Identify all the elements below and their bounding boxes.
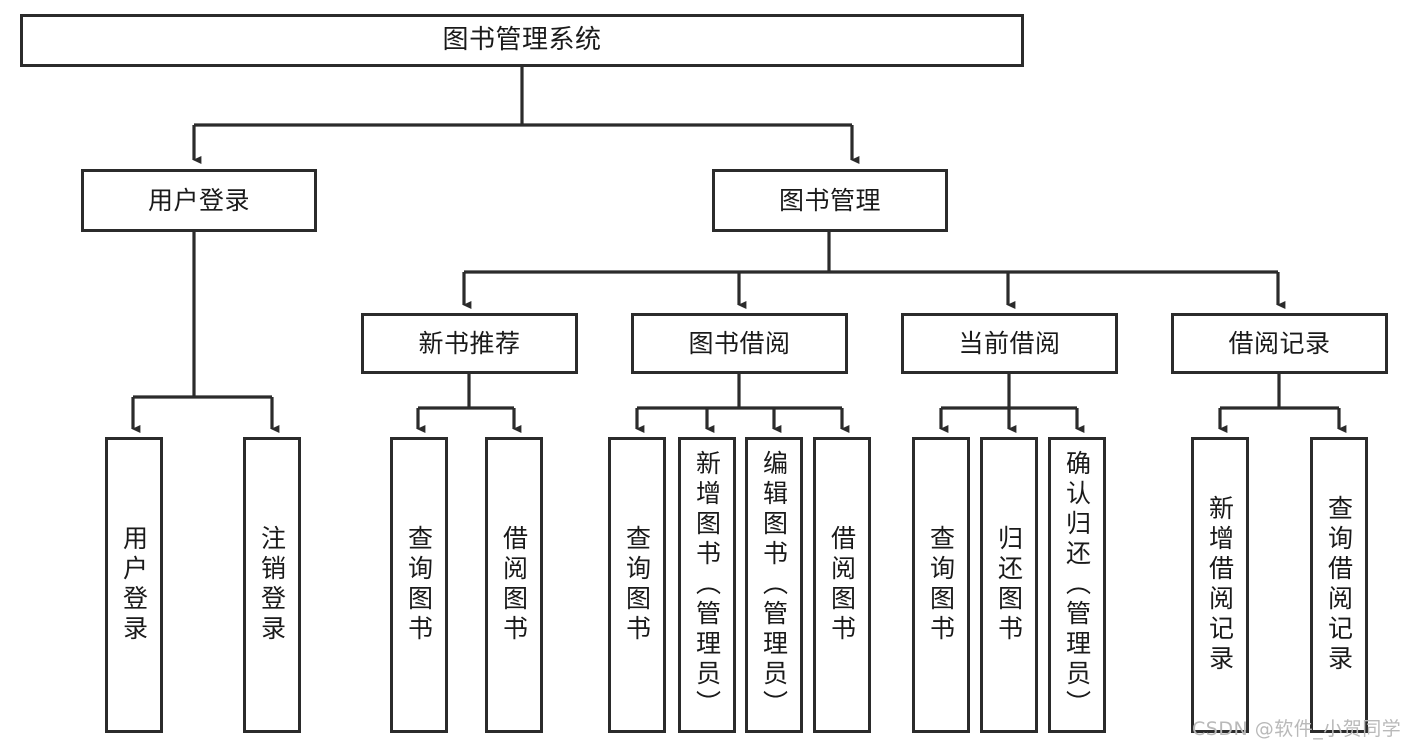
node-book-management[interactable]: 图书管理 <box>712 169 948 232</box>
node-book-management-label: 图书管理 <box>778 186 881 215</box>
node-leaf-borrow-query-book-label: 查询图书 <box>622 525 652 645</box>
node-leaf-borrow-borrow-book-label: 借阅图书 <box>827 525 857 645</box>
node-root-system[interactable]: 图书管理系统 <box>20 14 1024 67</box>
node-leaf-current-query-book-label: 查询图书 <box>926 525 956 645</box>
node-current-borrow[interactable]: 当前借阅 <box>901 313 1118 374</box>
node-book-borrow[interactable]: 图书借阅 <box>631 313 848 374</box>
node-leaf-borrow-edit-book-label: 编辑图书（管理员） <box>759 450 789 720</box>
csdn-watermark: CSDN @软件_小贺同学 <box>1192 718 1402 740</box>
node-leaf-borrow-borrow-book[interactable]: 借阅图书 <box>813 437 871 733</box>
node-new-book-recommend[interactable]: 新书推荐 <box>361 313 578 374</box>
node-new-book-recommend-label: 新书推荐 <box>418 329 521 358</box>
node-current-borrow-label: 当前借阅 <box>958 329 1061 358</box>
node-leaf-current-confirm-return-label: 确认归还（管理员） <box>1062 450 1092 720</box>
node-leaf-current-query-book[interactable]: 查询图书 <box>912 437 970 733</box>
node-leaf-user-login-signout-label: 注销登录 <box>257 525 287 645</box>
node-leaf-recommend-query-book[interactable]: 查询图书 <box>390 437 448 733</box>
node-leaf-borrow-add-book[interactable]: 新增图书（管理员） <box>678 437 736 733</box>
node-leaf-borrow-edit-book[interactable]: 编辑图书（管理员） <box>745 437 803 733</box>
node-book-borrow-label: 图书借阅 <box>688 329 791 358</box>
node-leaf-borrow-query-book[interactable]: 查询图书 <box>608 437 666 733</box>
node-user-login[interactable]: 用户登录 <box>81 169 317 232</box>
node-leaf-user-login-signin-label: 用户登录 <box>119 525 149 645</box>
node-borrow-record[interactable]: 借阅记录 <box>1171 313 1388 374</box>
node-leaf-borrow-add-book-label: 新增图书（管理员） <box>692 450 722 720</box>
node-leaf-current-return-book[interactable]: 归还图书 <box>980 437 1038 733</box>
node-leaf-record-add-record-label: 新增借阅记录 <box>1205 495 1235 675</box>
node-root-system-label: 图书管理系统 <box>442 25 602 56</box>
node-leaf-current-confirm-return[interactable]: 确认归还（管理员） <box>1048 437 1106 733</box>
node-leaf-current-return-book-label: 归还图书 <box>994 525 1024 645</box>
node-leaf-user-login-signin[interactable]: 用户登录 <box>105 437 163 733</box>
node-leaf-record-query-record[interactable]: 查询借阅记录 <box>1310 437 1368 733</box>
node-borrow-record-label: 借阅记录 <box>1228 329 1331 358</box>
node-leaf-recommend-borrow-book[interactable]: 借阅图书 <box>485 437 543 733</box>
node-user-login-label: 用户登录 <box>147 186 250 215</box>
node-leaf-recommend-query-book-label: 查询图书 <box>404 525 434 645</box>
node-leaf-record-add-record[interactable]: 新增借阅记录 <box>1191 437 1249 733</box>
node-leaf-record-query-record-label: 查询借阅记录 <box>1324 495 1354 675</box>
node-leaf-recommend-borrow-book-label: 借阅图书 <box>499 525 529 645</box>
node-leaf-user-login-signout[interactable]: 注销登录 <box>243 437 301 733</box>
